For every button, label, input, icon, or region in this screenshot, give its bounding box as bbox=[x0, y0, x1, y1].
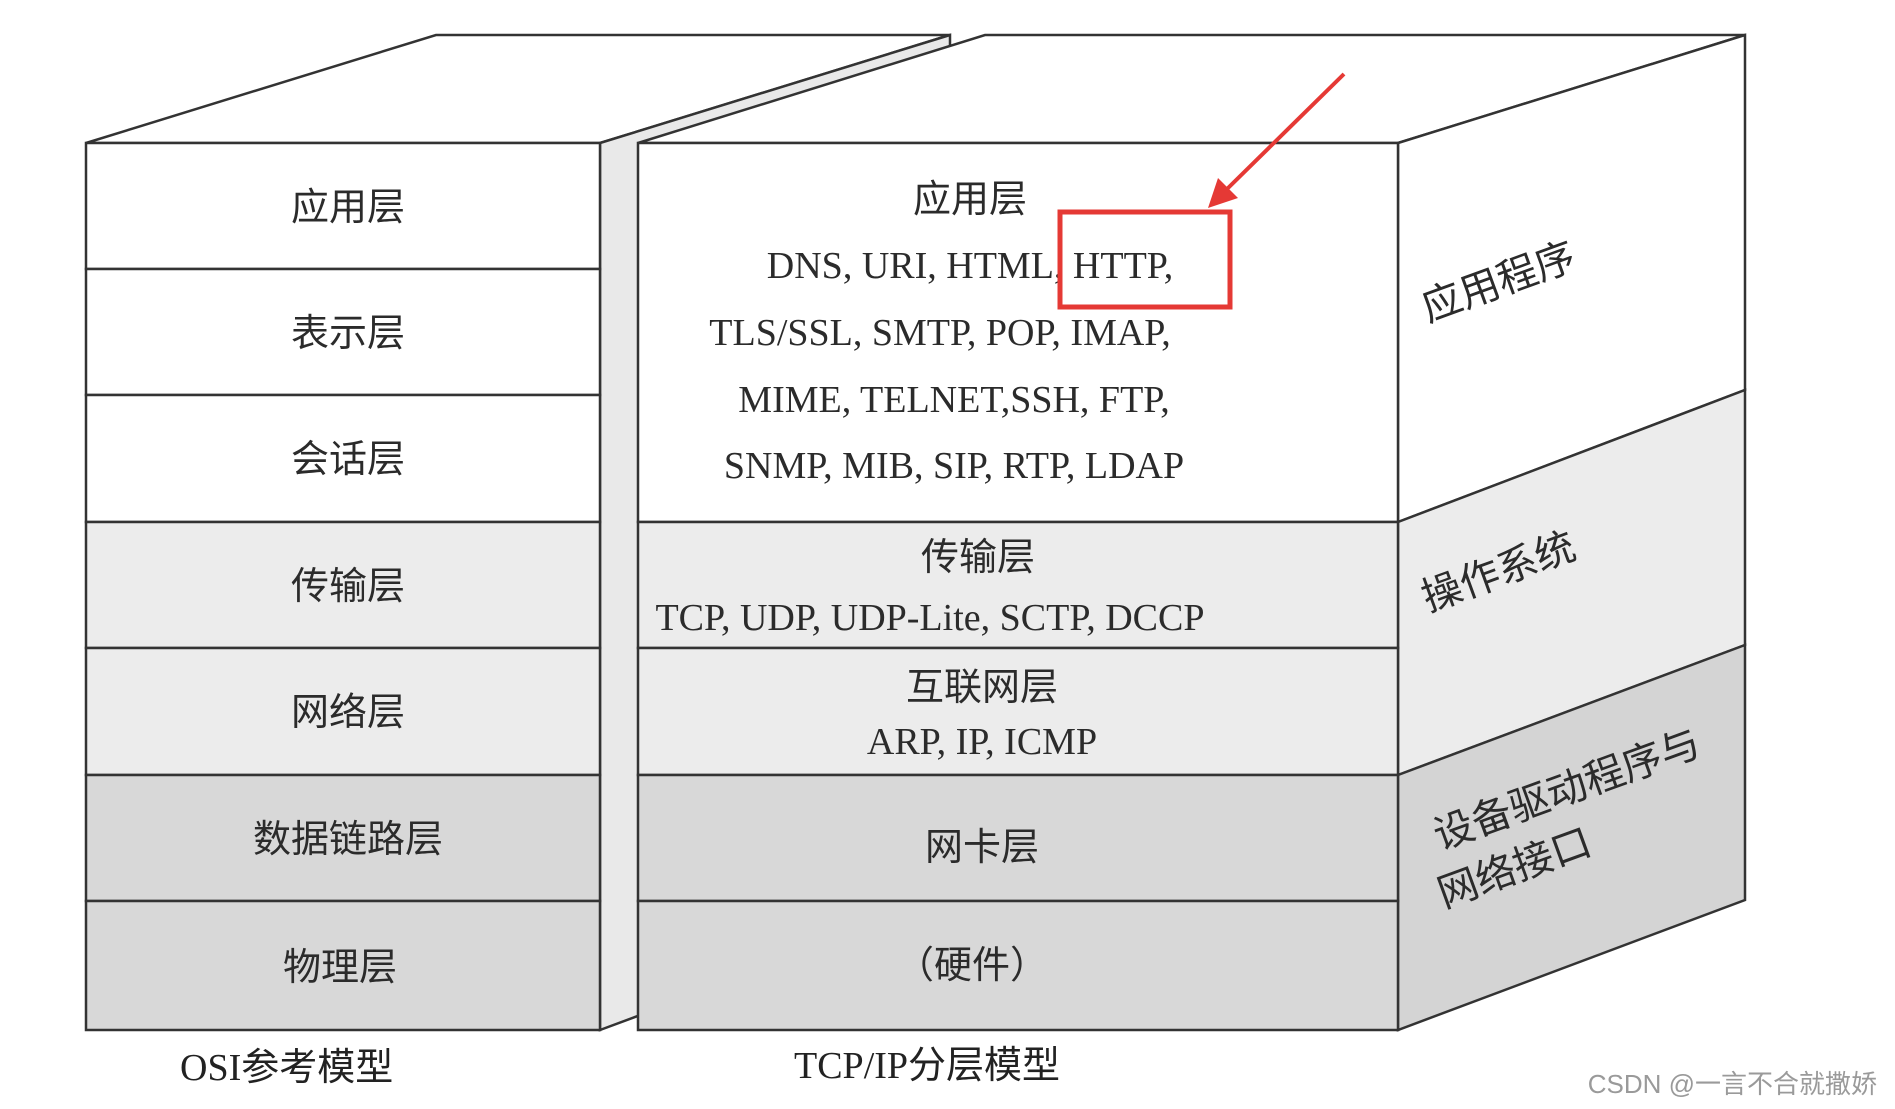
tcpip-label-internet: 互联网层 bbox=[906, 665, 1058, 709]
tcpip-row-netcard bbox=[636, 773, 1400, 903]
tcpip-labels: 应用层 DNS, URI, HTML, HTTP, TLS/SSL, SMTP,… bbox=[655, 177, 1204, 987]
osi-label-application: 应用层 bbox=[291, 185, 405, 229]
http-highlight bbox=[1057, 72, 1346, 310]
osi-label-physical: 物理层 bbox=[283, 945, 397, 989]
http-highlight-box bbox=[1057, 209, 1233, 310]
osi-row-presentation bbox=[84, 267, 602, 397]
osi-labels: 应用层 表示层 会话层 传输层 网络层 数据链路层 物理层 bbox=[253, 185, 443, 989]
tcpip-row-application bbox=[636, 141, 1400, 524]
osi-row-application bbox=[84, 141, 602, 271]
application-protocols-line-1: DNS, URI, HTML, HTTP, bbox=[767, 245, 1173, 287]
application-protocols-line-2: TLS/SSL, SMTP, POP, IMAP, bbox=[709, 312, 1170, 354]
osi-label-datalink: 数据链路层 bbox=[253, 817, 443, 861]
application-protocols-line-4: SNMP, MIB, SIP, RTP, LDAP bbox=[724, 445, 1184, 487]
tcpip-caption: TCP/IP分层模型 bbox=[794, 1045, 1060, 1087]
tcpip-row-transport bbox=[636, 520, 1400, 650]
tcpip-label-application: 应用层 bbox=[913, 177, 1027, 221]
transport-protocols: TCP, UDP, UDP-Lite, SCTP, DCCP bbox=[655, 597, 1204, 639]
osi-caption: OSI参考模型 bbox=[180, 1047, 393, 1089]
internet-protocols: ARP, IP, ICMP bbox=[867, 721, 1097, 763]
watermark: CSDN @一言不合就撒娇 bbox=[1587, 1069, 1877, 1099]
osi-label-presentation: 表示层 bbox=[291, 311, 405, 355]
tcpip-row-internet bbox=[636, 646, 1400, 777]
tcpip-label-netcard: 网卡层 bbox=[925, 825, 1039, 869]
highlight-arrow-head bbox=[1208, 178, 1238, 208]
tcpip-block bbox=[636, 33, 1747, 1032]
highlight-arrow-shaft bbox=[1224, 72, 1346, 192]
osi-label-session: 会话层 bbox=[291, 437, 405, 481]
osi-label-transport: 传输层 bbox=[291, 564, 405, 608]
tcpip-row-hardware bbox=[636, 899, 1400, 1032]
tcpip-label-hardware: （硬件） bbox=[896, 943, 1048, 987]
osi-label-network: 网络层 bbox=[291, 690, 405, 734]
osi-row-physical bbox=[84, 899, 602, 1032]
application-protocols-line-3: MIME, TELNET,SSH, FTP, bbox=[738, 379, 1169, 421]
tcpip-label-transport: 传输层 bbox=[921, 535, 1035, 579]
